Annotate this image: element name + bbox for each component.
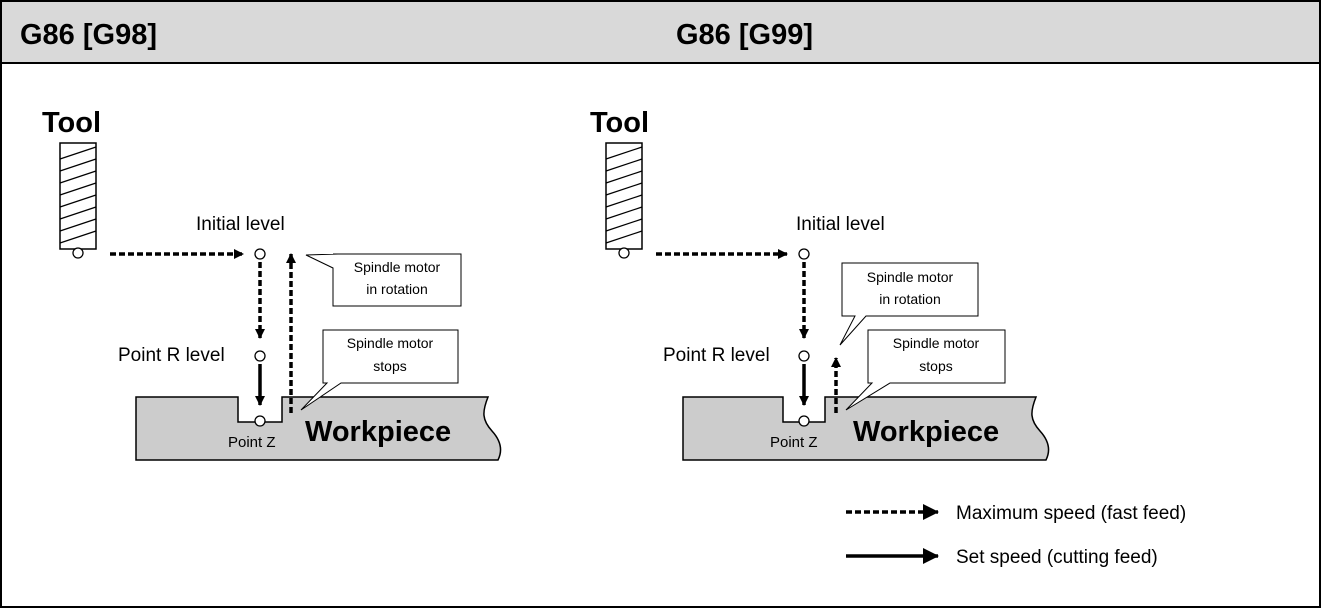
- callout-rotation-line2: in rotation: [879, 291, 940, 307]
- initial-level-label: Initial level: [196, 214, 285, 235]
- panel-right: Tool Initial level Point R level Workpie…: [590, 107, 1050, 461]
- tool-label: Tool: [42, 107, 101, 139]
- point-r-point: [798, 350, 810, 362]
- header-band: [0, 0, 1321, 64]
- callout-stops: [845, 329, 1006, 411]
- callout-stops-line2: stops: [373, 358, 406, 374]
- callout-stops-line1: Spindle motor: [347, 335, 434, 351]
- initial-level-label: Initial level: [796, 214, 885, 235]
- point-z-point: [798, 415, 810, 427]
- point-r-level-label: Point R level: [663, 345, 770, 366]
- callout-rotation-line2: in rotation: [366, 281, 427, 297]
- callout-stops-line2: stops: [919, 358, 952, 374]
- tool-icon: [59, 142, 97, 259]
- workpiece-label: Workpiece: [305, 416, 451, 448]
- callout-rotation: [839, 262, 979, 346]
- callout-rotation-line1: Spindle motor: [867, 269, 954, 285]
- workpiece-block: [682, 396, 1050, 461]
- legend: Maximum speed (fast feed) Set speed (cut…: [846, 503, 1186, 568]
- panel-right-header: G86 [G99]: [676, 19, 813, 51]
- point-z-label: Point Z: [770, 434, 818, 451]
- workpiece-block: [135, 396, 502, 461]
- point-r-level-label: Point R level: [118, 345, 225, 366]
- initial-level-point: [798, 248, 810, 260]
- tool-label: Tool: [590, 107, 649, 139]
- point-r-point: [254, 350, 266, 362]
- legend-cutting-feed-label: Set speed (cutting feed): [956, 547, 1158, 568]
- point-z-label: Point Z: [228, 434, 276, 451]
- callout-rotation: [305, 253, 462, 307]
- legend-fast-feed-label: Maximum speed (fast feed): [956, 503, 1186, 524]
- initial-level-point: [254, 248, 266, 260]
- callout-stops: [300, 329, 459, 411]
- panel-left-header: G86 [G98]: [20, 19, 157, 51]
- tool-icon: [605, 142, 643, 259]
- workpiece-label: Workpiece: [853, 416, 999, 448]
- callout-rotation-line1: Spindle motor: [354, 259, 441, 275]
- point-z-point: [254, 415, 266, 427]
- panel-left: Tool Initial level Point R level Workpie…: [42, 107, 502, 461]
- callout-stops-line1: Spindle motor: [893, 335, 980, 351]
